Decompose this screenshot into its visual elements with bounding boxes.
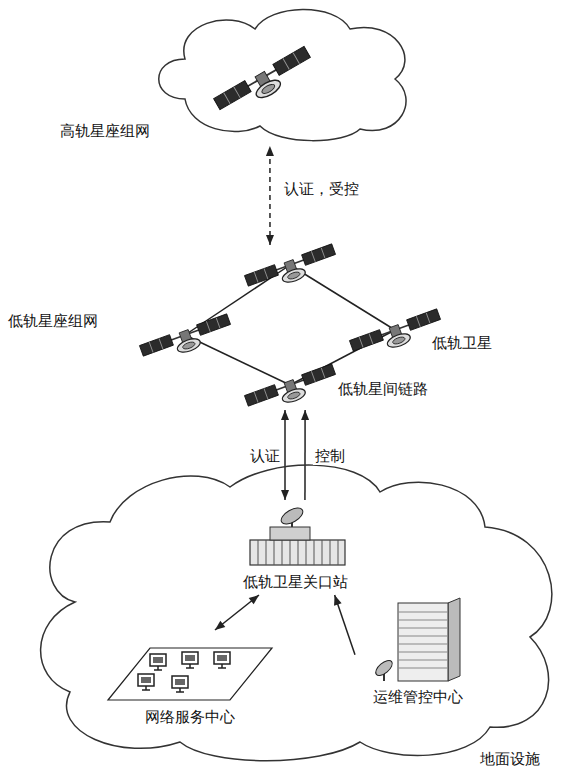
satellite-icon — [349, 309, 444, 362]
computer-cluster — [108, 648, 272, 700]
arrow-head — [281, 410, 289, 420]
connector — [266, 146, 274, 245]
node-label: 地面设施 — [480, 750, 540, 768]
node-label: 低轨卫星关口站 — [243, 573, 348, 591]
part-label: 低轨星间链路 — [338, 380, 428, 398]
arrow-head — [334, 595, 342, 606]
edge-label: 认证，受控 — [282, 180, 361, 198]
satellite-icon — [244, 364, 339, 417]
gateway-icon — [250, 505, 345, 565]
connector-line — [215, 595, 259, 630]
satellite-icon — [214, 46, 317, 120]
node-label: 运维管控中心 — [373, 688, 463, 706]
connector — [334, 595, 355, 655]
connector-line — [304, 410, 306, 500]
arrow-head — [266, 146, 274, 156]
arrow-head — [301, 410, 309, 420]
edge-label: 认证 — [248, 447, 282, 465]
satellite-icon — [139, 314, 234, 367]
cloud-outline — [30, 462, 565, 772]
connector-line — [284, 410, 286, 500]
service-node: 网络服务中心 — [105, 630, 275, 730]
control-node: 运维管控中心 — [355, 595, 480, 710]
cloud-region: 地面设施 低轨卫星关口站网络服务中心 运维管控中心 — [30, 462, 565, 772]
arrow-head — [215, 621, 225, 630]
node-label: 网络服务中心 — [145, 708, 235, 726]
connector-line — [269, 146, 271, 245]
arrow-head — [281, 490, 289, 500]
cloud-outline — [41, 465, 552, 761]
cloud-outline — [159, 9, 406, 140]
arrow-head — [249, 595, 259, 604]
building-icon — [373, 598, 460, 681]
connector — [281, 410, 289, 500]
connector — [301, 410, 309, 500]
node-label: 低轨星座组网 — [8, 312, 98, 330]
edge-label: 控制 — [313, 447, 347, 465]
connector — [215, 595, 259, 630]
connector-line — [335, 595, 355, 655]
station-node: 低轨卫星关口站 — [235, 500, 355, 595]
satellite-icon — [244, 244, 339, 297]
cloud-region: 高轨星座组网 — [55, 4, 415, 146]
arrow-head — [266, 235, 274, 245]
node-label: 高轨星座组网 — [60, 122, 150, 140]
part-label: 低轨卫星 — [432, 334, 492, 352]
